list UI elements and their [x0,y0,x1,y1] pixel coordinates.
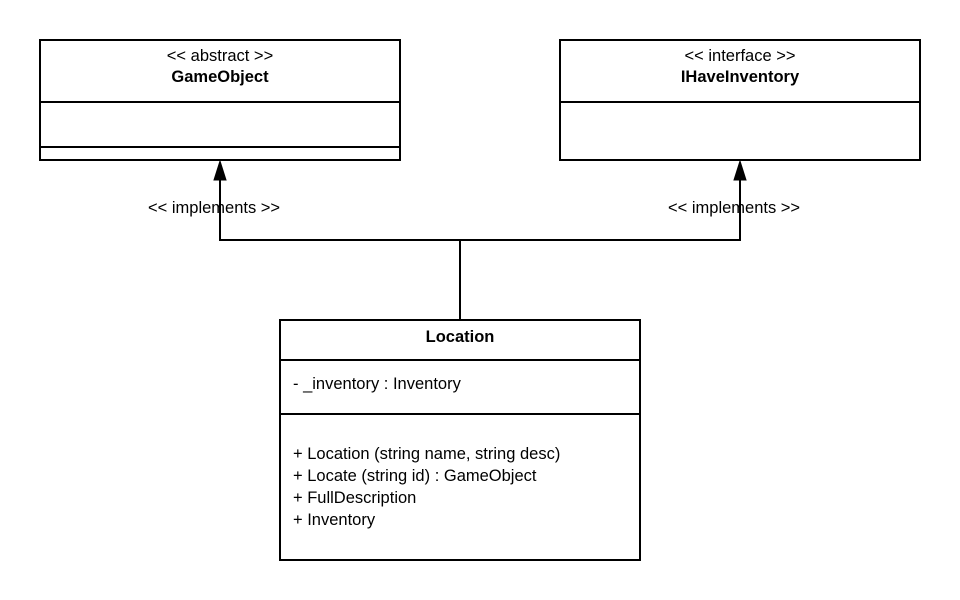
arrowhead-ihaveinventory-icon [733,159,747,181]
class-ihaveinventory-stereotype: << interface >> [684,47,796,65]
operation-row: + Inventory [293,511,376,529]
attribute-row: - _inventory : Inventory [293,375,461,393]
implements-connector-gameobject [213,159,461,320]
class-gameobject-operations [41,146,399,159]
implements-connector-ihaveinventory [460,159,747,241]
class-gameobject-attributes [41,101,399,146]
arrowhead-gameobject-icon [213,159,227,181]
class-ihaveinventory-name: IHaveInventory [680,68,800,86]
operation-row: + Locate (string id) : GameObject [293,467,537,485]
class-ihaveinventory-body [561,101,919,159]
class-ihaveinventory-header: << interface >> IHaveInventory [561,41,919,101]
class-location-name: Location [425,328,495,346]
class-location[interactable]: Location - _inventory : Inventory + Loca… [279,319,641,561]
class-location-operations: + Location (string name, string desc) + … [281,413,639,559]
class-gameobject-header: << abstract >> GameObject [41,41,399,101]
class-gameobject[interactable]: << abstract >> GameObject [39,39,401,161]
class-location-header: Location [281,321,639,359]
class-ihaveinventory[interactable]: << interface >> IHaveInventory [559,39,921,161]
implements-label-right: << implements >> [668,199,801,217]
class-location-attributes: - _inventory : Inventory [281,359,639,413]
class-gameobject-stereotype: << abstract >> [166,47,274,65]
operation-row: + Location (string name, string desc) [293,445,561,463]
implements-label-left: << implements >> [148,199,281,217]
class-gameobject-name: GameObject [171,68,269,86]
operation-row: + FullDescription [293,489,417,507]
